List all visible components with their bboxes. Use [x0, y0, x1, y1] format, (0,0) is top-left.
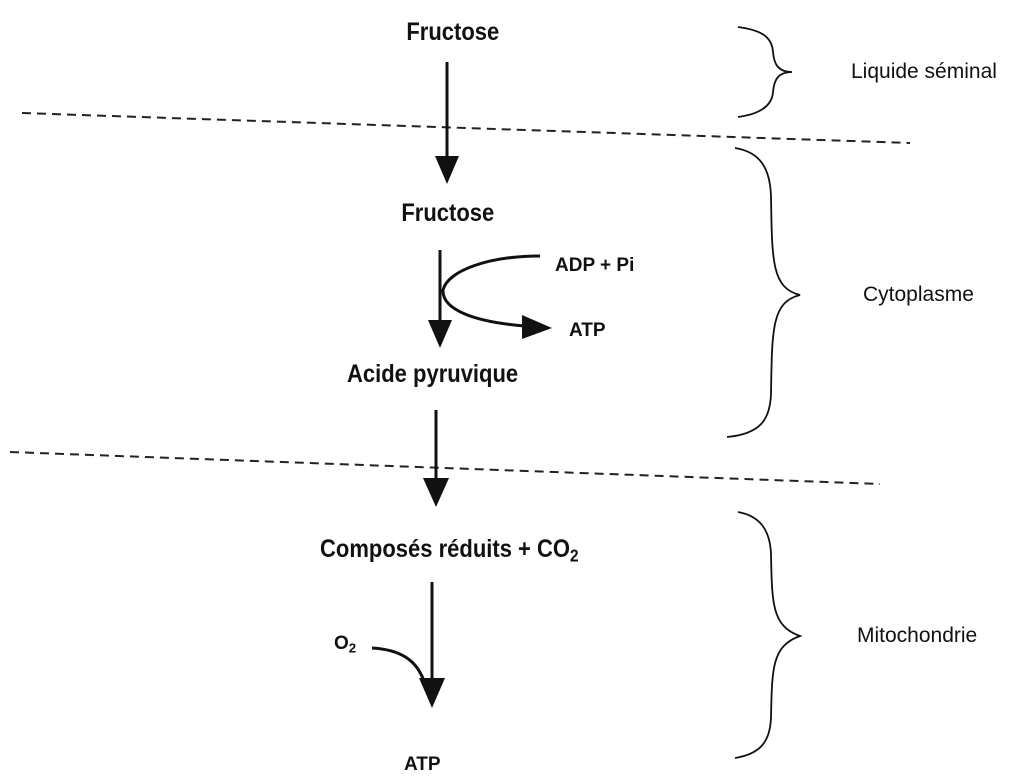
arrow-adp-to-atp [441, 254, 552, 339]
label-fructose-cytoplasm: Fructose [401, 199, 495, 227]
separator-seminal-cytoplasm [21, 112, 911, 144]
co2-subscript: 2 [570, 545, 579, 566]
arrow-reduced-compounds-to-atp [419, 582, 445, 708]
brace-liquide-seminal [737, 26, 793, 118]
arrow-fructose-to-pyruvate [428, 250, 452, 348]
o2-text: O [334, 633, 349, 654]
brace-mitochondrie [734, 511, 803, 759]
arrow-pyruvate-to-reduced-compounds [423, 410, 449, 507]
brace-cytoplasme [726, 147, 801, 438]
composes-reduits-text: Composés réduits + CO [320, 535, 571, 563]
label-fructose-seminal: Fructose [406, 18, 500, 46]
label-atp-mitochondria: ATP [404, 754, 441, 775]
o2-subscript: 2 [348, 640, 357, 656]
label-atp-cytoplasm: ATP [569, 320, 606, 341]
separator-cytoplasm-mitochondria [9, 451, 881, 485]
label-o2: O2 [334, 634, 356, 655]
label-adp-pi: ADP + Pi [555, 255, 635, 276]
label-mitochondrie: Mitochondrie [857, 624, 978, 647]
arrow-o2-input [371, 646, 430, 695]
label-liquide-seminal: Liquide séminal [851, 60, 997, 83]
arrow-fructose-to-fructose [435, 62, 459, 184]
label-composes-reduits-co2: Composés réduits + CO2 [320, 537, 579, 565]
label-cytoplasme: Cytoplasme [863, 283, 974, 306]
label-acide-pyruvique: Acide pyruvique [347, 360, 519, 388]
